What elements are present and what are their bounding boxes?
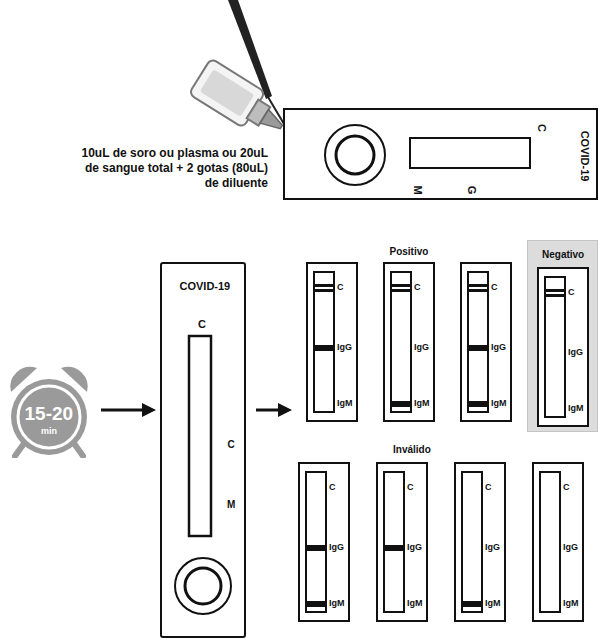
test-band [307,601,325,607]
strip-window [313,271,335,413]
strip-window [467,271,489,413]
sample-instruction: 10uL de soro ou plasma ou 20uL de sangue… [76,146,268,191]
result-arrow [256,403,292,417]
band-label: IgM [563,599,579,609]
band-label: IgM [568,404,584,414]
test-band [307,545,325,551]
band-label: IgG [568,348,583,358]
timer-text: min [41,427,57,437]
sample-well [175,558,231,614]
arrow-shaft [101,409,144,412]
band-label: IgG [329,543,344,553]
test-strip: C IgG IgM [376,462,428,622]
test-strip: C IgG IgM [306,262,358,422]
band-label: C [337,283,344,293]
band-label: C [329,483,336,493]
bottle-shade [200,69,254,116]
strip-window [305,471,327,613]
test-strip: C IgG IgM [298,462,350,622]
band-label: C [414,283,421,293]
test-cassette: COVID-19C C M [160,262,246,638]
test-band [315,345,333,351]
arrow-head [278,403,292,417]
cassette-label: C [536,124,548,132]
cassette-label: C [198,318,206,330]
band-label: IgM [329,599,345,609]
dropper-bottle [189,58,293,144]
test-strip: C IgG IgM [532,462,584,622]
band-label: IgG [563,543,578,553]
band-label: C [407,483,414,493]
cassette-drawing [283,108,598,200]
control-band [315,284,333,292]
cassette-label: COVID-19 [579,131,591,182]
strip-window [544,276,566,418]
result-window [189,336,211,536]
test-band [392,401,410,407]
band-label: IgM [414,399,430,409]
sample-well-inner [185,568,221,604]
cassette-label: G [466,186,478,195]
timer-text: 15-20 [25,404,74,425]
band-label: IgM [485,599,501,609]
band-label: C [568,288,575,298]
alarm-clock: 15-20 min [3,362,95,458]
band-label: IgG [485,543,500,553]
test-strip: C IgG IgM [383,262,435,422]
cassette-label: M [411,185,423,194]
test-band [469,401,487,407]
band-label: C [491,283,498,293]
result-heading: Inválido [393,444,431,455]
band-label: IgG [337,343,352,353]
test-band [469,345,487,351]
test-strip: C IgG IgM [537,267,589,427]
bottle-nozzle [260,110,285,134]
band-label: IgM [407,599,423,609]
result-heading: Positivo [390,246,429,257]
cassette-label: M [227,499,235,510]
arrow-head [142,403,156,417]
control-band [469,284,487,292]
test-cassette: M G C COVID-19 [283,108,598,200]
band-label: IgG [491,343,506,353]
control-band [546,289,564,297]
test-strip: C IgG IgM [460,262,512,422]
sample-well [325,125,385,185]
arrow-shaft [256,409,280,412]
band-label: IgG [414,343,429,353]
result-heading: Negativo [542,249,584,260]
band-label: IgG [407,543,422,553]
result-window [410,138,530,168]
test-band [385,545,403,551]
test-strip: C IgG IgM [454,462,506,622]
band-label: C [563,483,570,493]
clock-body [11,379,87,455]
test-band [463,601,481,607]
clock-face-ring [18,386,80,448]
strip-window [539,471,561,613]
band-label: C [485,483,492,493]
control-band [392,284,410,292]
cassette-label: COVID-19 [180,280,231,292]
cassette-label: C [228,439,235,450]
negative-panel: NegativoC IgG IgM [527,240,598,432]
strip-window [383,471,405,613]
flow-arrow [101,403,156,417]
strip-window [390,271,412,413]
strip-window [461,471,483,613]
band-label: IgM [491,399,507,409]
band-label: IgM [337,399,353,409]
sample-well-inner [336,136,374,174]
